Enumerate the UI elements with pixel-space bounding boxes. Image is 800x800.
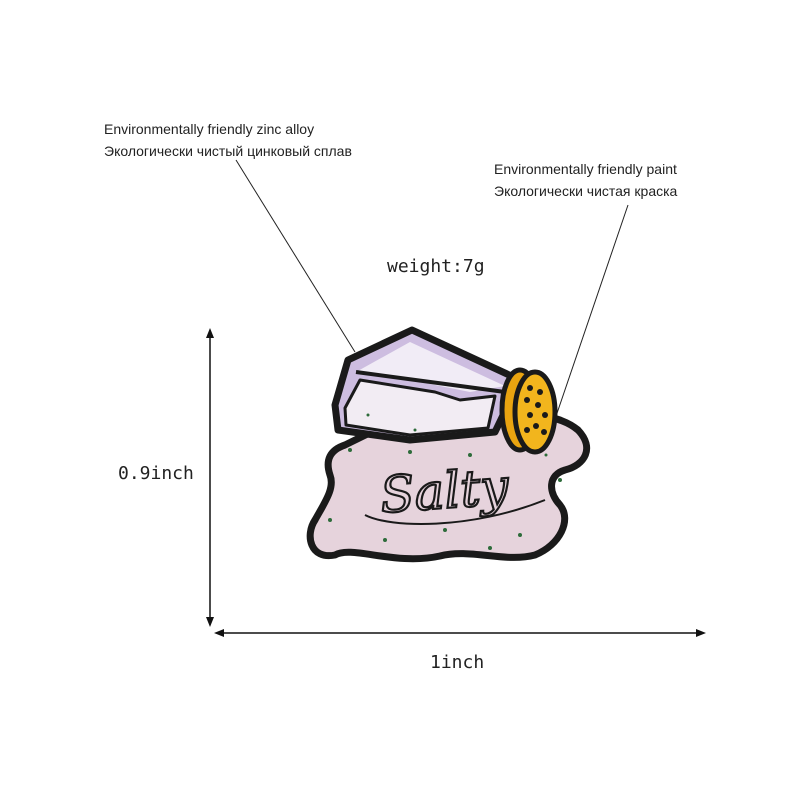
salty-script-text: Salty bbox=[378, 458, 511, 525]
shaker-cap bbox=[499, 367, 558, 455]
alloy-callout-en: Environmentally friendly zinc alloy bbox=[104, 121, 315, 137]
shaker-salt-fill bbox=[343, 378, 497, 437]
salty-enamel-pin: Salty bbox=[306, 326, 591, 563]
glitter-dots bbox=[328, 413, 562, 550]
alloy-callout: Environmentally friendly zinc alloy Экол… bbox=[104, 118, 394, 162]
weight-label: weight:7g bbox=[387, 256, 485, 277]
script-swash bbox=[364, 499, 546, 525]
alloy-callout-ru: Экологически чистый цинковый сплав bbox=[104, 143, 352, 159]
height-dimension-label: 0.9inch bbox=[118, 463, 194, 484]
alloy-leader-line bbox=[235, 159, 356, 353]
paint-callout-ru: Экологически чистая краска bbox=[494, 183, 678, 199]
paint-callout-en: Environmentally friendly paint bbox=[494, 161, 677, 177]
width-dimension-label: 1inch bbox=[430, 652, 485, 673]
paint-callout: Environmentally friendly paint Экологиче… bbox=[494, 158, 764, 202]
shaker-glass-highlight bbox=[356, 342, 505, 392]
paint-leader-line bbox=[552, 204, 629, 426]
